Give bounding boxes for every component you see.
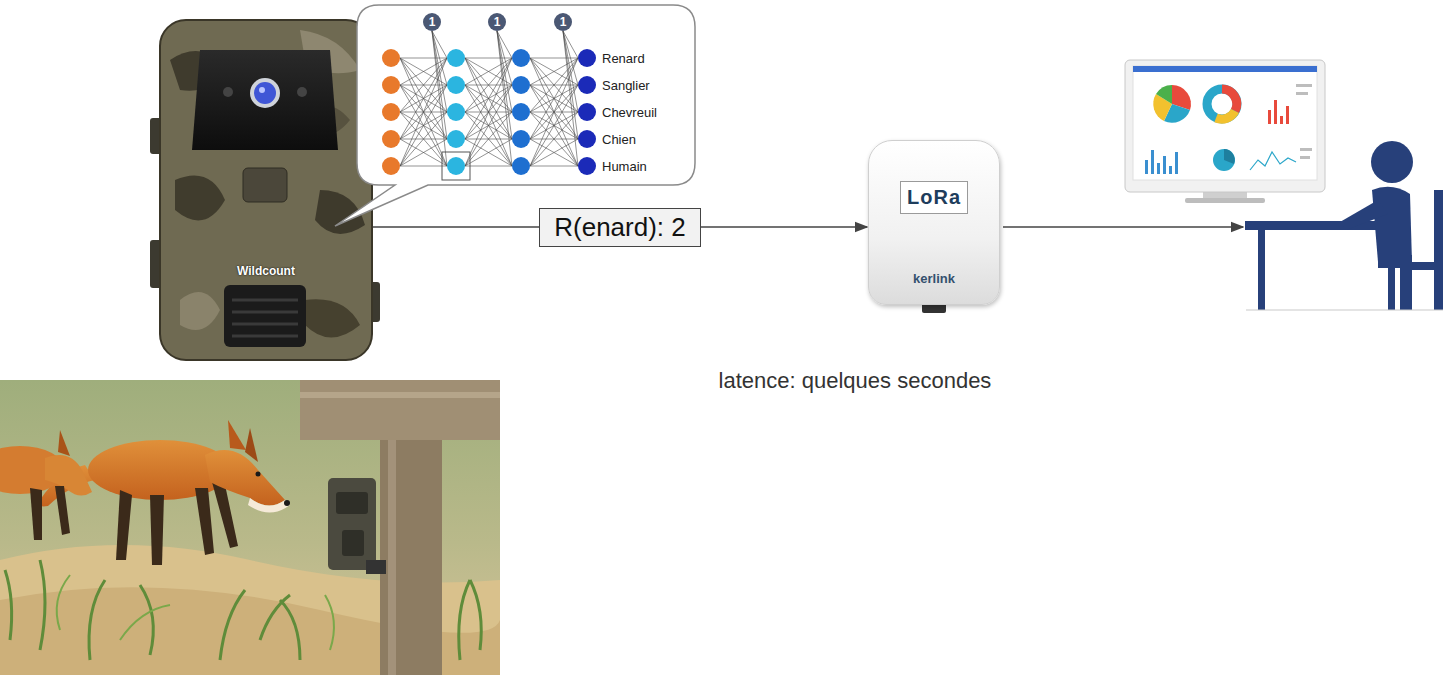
bias-value: 1	[560, 15, 567, 29]
synapse-line	[465, 139, 512, 166]
synapse-line	[400, 58, 447, 139]
neuron	[512, 157, 530, 175]
camera-brand: Wildcount	[160, 264, 372, 278]
synapse-line	[497, 31, 512, 85]
synapse-line	[530, 139, 578, 166]
synapse-line	[465, 58, 512, 139]
synapse-line	[400, 139, 447, 166]
synapse-line	[530, 139, 578, 166]
synapse-line	[563, 31, 578, 85]
user-at-desk	[1245, 141, 1443, 310]
bias-value: 1	[429, 15, 436, 29]
synapse-line	[465, 58, 512, 139]
synapse-line	[465, 58, 512, 85]
class-label: Humain	[602, 159, 647, 174]
brand-name: kerlink	[913, 271, 955, 286]
neural-network	[382, 13, 596, 180]
class-label: Chevreuil	[602, 105, 657, 120]
neuron	[447, 76, 465, 94]
synapse-line	[400, 85, 447, 166]
trail-camera	[150, 20, 380, 360]
lora-logo: LoRa	[900, 181, 968, 214]
neuron	[382, 76, 400, 94]
neuron	[578, 103, 596, 121]
synapse-line	[563, 31, 578, 139]
synapse-line	[400, 139, 447, 166]
synapse-line	[400, 112, 447, 166]
synapse-line	[530, 85, 578, 166]
neuron	[447, 130, 465, 148]
class-label: Chien	[602, 132, 636, 147]
synapse-line	[465, 112, 512, 166]
synapse-line	[465, 85, 512, 166]
highlight-square	[442, 152, 470, 180]
neuron	[578, 49, 596, 67]
synapse-line	[465, 166, 512, 167]
synapse-line	[563, 31, 578, 166]
synapse-line	[530, 85, 578, 166]
neuron	[512, 103, 530, 121]
message-label: R(enard): 2	[539, 208, 701, 247]
lora-gateway: LoRa kerlink	[868, 140, 1000, 305]
neuron	[447, 49, 465, 67]
neuron	[512, 76, 530, 94]
neuron	[512, 49, 530, 67]
synapse-line	[530, 112, 578, 166]
neuron	[447, 157, 465, 175]
bias-neuron	[488, 13, 506, 31]
synapse-line	[497, 31, 512, 139]
neuron	[578, 157, 596, 175]
neuron	[578, 130, 596, 148]
neuron	[382, 130, 400, 148]
fox-photo	[0, 380, 500, 675]
synapse-line	[400, 112, 447, 166]
class-label: Sanglier	[602, 78, 650, 93]
speech-bubble	[335, 5, 695, 226]
uplink-arrow	[1003, 226, 1243, 228]
neuron	[382, 157, 400, 175]
synapse-line	[465, 85, 512, 166]
synapse-line	[400, 58, 447, 85]
synapse-line	[530, 112, 578, 166]
synapse-line	[400, 58, 447, 139]
neuron	[578, 76, 596, 94]
synapse-line	[432, 31, 447, 166]
bias-value: 1	[494, 15, 501, 29]
latency-note: latence: quelques secondes	[719, 368, 992, 394]
synapse-line	[400, 58, 447, 59]
neuron	[382, 103, 400, 121]
synapse-line	[400, 166, 447, 167]
synapse-line	[530, 166, 578, 167]
synapse-line	[432, 31, 447, 85]
bias-neuron	[423, 13, 441, 31]
trail-camera-node: Wildcount	[160, 20, 372, 360]
synapse-line	[465, 112, 512, 166]
neuron	[512, 130, 530, 148]
synapse-line	[465, 139, 512, 166]
bias-neuron	[554, 13, 572, 31]
synapse-line	[432, 31, 447, 139]
synapse-line	[465, 58, 512, 59]
class-label: Renard	[602, 51, 645, 66]
synapse-line	[497, 31, 512, 166]
dashboard-monitor	[1125, 60, 1325, 203]
synapse-line	[465, 58, 512, 85]
neuron	[382, 49, 400, 67]
synapse-line	[400, 58, 447, 85]
synapse-line	[400, 85, 447, 166]
neuron	[447, 103, 465, 121]
